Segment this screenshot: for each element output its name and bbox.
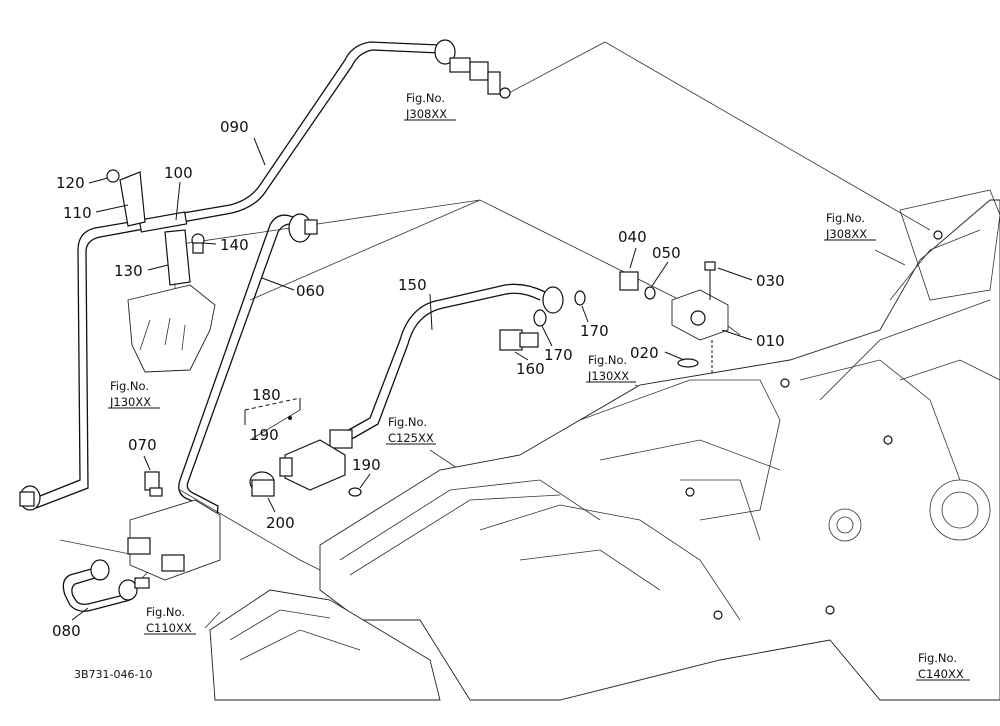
part-label-120: 120: [56, 174, 85, 192]
part-label-150: 150: [398, 276, 427, 294]
label-leaders: [71, 137, 753, 621]
part-label-190-b: 190: [352, 456, 381, 474]
fig-ref-j130-left: Fig.No. J130XX: [108, 379, 160, 409]
part-label-200: 200: [266, 514, 295, 532]
part-label-050: 050: [652, 244, 681, 262]
fig-ref-j130-mid: Fig.No. J130XX: [586, 353, 636, 383]
fig-ref-label: Fig.No.: [826, 211, 865, 225]
part-label-170-b: 170: [544, 346, 573, 364]
fig-ref-c140: Fig.No. C140XX: [916, 651, 970, 681]
fig-ref-code: C125XX: [388, 431, 434, 445]
valve-assembly-010: [619, 261, 729, 380]
housing-lower-left: [209, 589, 441, 701]
fig-ref-code: J308XX: [825, 227, 867, 241]
pipe-090: [19, 39, 511, 511]
part-label-190-a: 190: [250, 426, 279, 444]
fig-ref-c110: Fig.No. C110XX: [144, 605, 196, 635]
banjo-bolt-parts: [499, 290, 586, 351]
fig-ref-code: C140XX: [918, 667, 964, 681]
fig-ref-label: Fig.No.: [406, 91, 445, 105]
pipe-060: [178, 213, 318, 553]
part-label-160: 160: [516, 360, 545, 378]
drawing-code: 3B731-046-10: [74, 668, 152, 681]
fig-ref-code: J130XX: [109, 395, 151, 409]
figure-references: Fig.No. J308XX Fig.No. J308XX Fig.No. J1…: [108, 91, 970, 681]
fig-ref-code: C110XX: [146, 621, 192, 635]
part-label-040: 040: [618, 228, 647, 246]
bracket-parts: [106, 169, 216, 373]
fitting-assembly-070-080: [62, 471, 221, 612]
fig-ref-code: J308XX: [405, 107, 447, 121]
part-label-070: 070: [128, 436, 157, 454]
part-label-180: 180: [252, 386, 281, 404]
pipe-150: [329, 283, 564, 449]
transmission-housing: [319, 189, 1000, 701]
tee-fitting-180: [244, 397, 362, 497]
fig-ref-code: J130XX: [587, 369, 629, 383]
part-label-020: 020: [630, 344, 659, 362]
fig-ref-j308-top: Fig.No. J308XX: [404, 91, 456, 121]
fig-ref-label: Fig.No.: [146, 605, 185, 619]
fig-ref-c125: Fig.No. C125XX: [386, 415, 436, 445]
fig-ref-label: Fig.No.: [110, 379, 149, 393]
fig-ref-label: Fig.No.: [588, 353, 627, 367]
fig-ref-label: Fig.No.: [388, 415, 427, 429]
part-label-010: 010: [756, 332, 785, 350]
part-label-130: 130: [114, 262, 143, 280]
part-number-labels: 090 100 110 120 130 140 060 150 040 050 …: [52, 118, 785, 640]
fig-ref-j308-right: Fig.No. J308XX: [824, 211, 876, 241]
part-label-100: 100: [164, 164, 193, 182]
part-label-140: 140: [220, 236, 249, 254]
part-label-170-a: 170: [580, 322, 609, 340]
part-label-080: 080: [52, 622, 81, 640]
part-label-110: 110: [63, 204, 92, 222]
fig-ref-label: Fig.No.: [918, 651, 957, 665]
part-label-060: 060: [296, 282, 325, 300]
part-label-030: 030: [756, 272, 785, 290]
part-label-090: 090: [220, 118, 249, 136]
